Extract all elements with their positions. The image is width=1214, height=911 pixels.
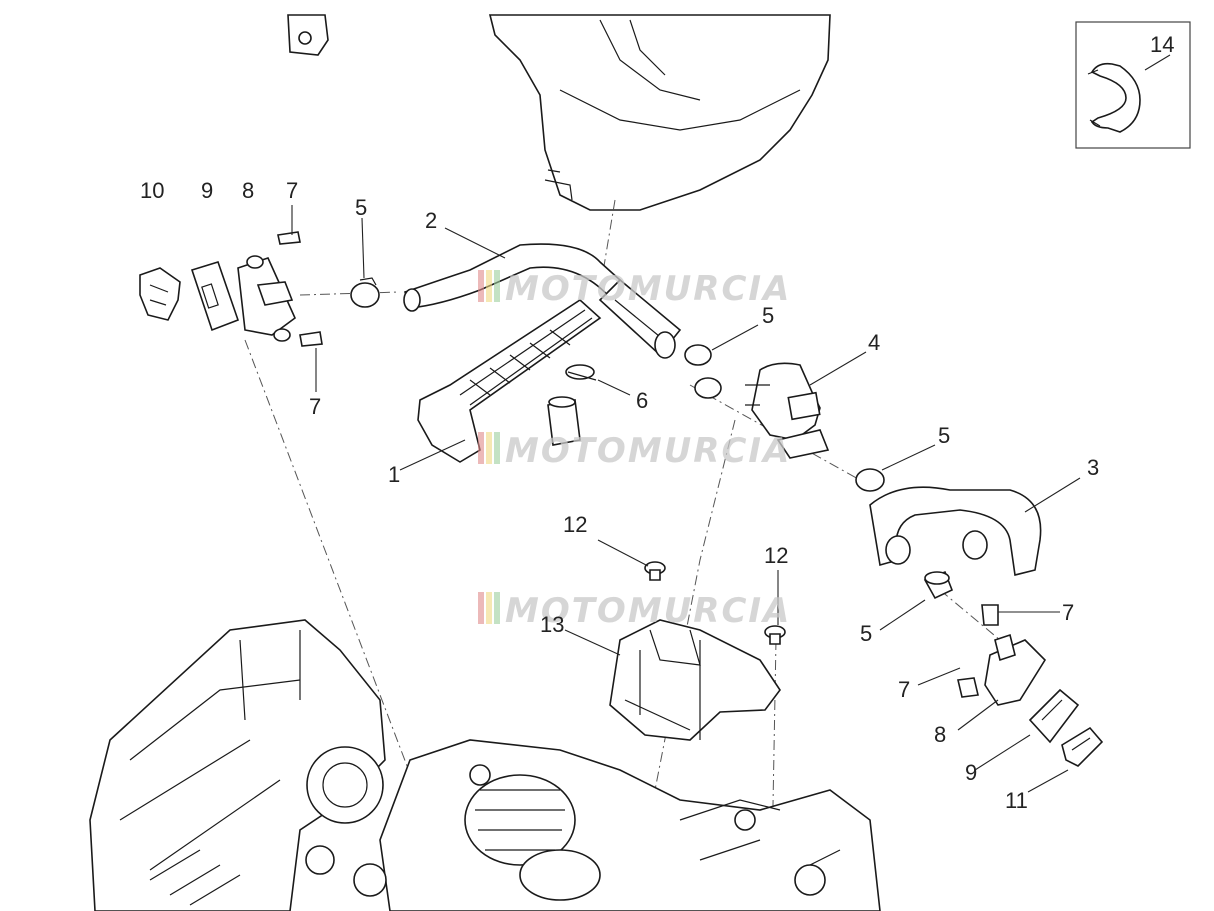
part-5-clamp-lower-right [923,570,954,600]
part-5-clamps-center [684,344,722,399]
callout-6: 6 [636,388,648,413]
part-11-reed-cap-right [1061,726,1104,767]
callout-labels: 1 2 3 4 5 5 5 5 6 7 7 7 7 8 8 9 9 10 11 … [140,32,1174,813]
callout-14: 14 [1150,32,1174,57]
callout-2: 2 [425,208,437,233]
callout-9: 9 [965,760,977,785]
part-9-gasket-right [1028,688,1080,744]
part-5-clamp-right [855,468,885,492]
callout-10: 10 [140,178,164,203]
callout-8: 8 [934,722,946,747]
callout-7: 7 [1062,600,1074,625]
callout-4: 4 [868,330,880,355]
part-5-clamp-left [350,277,380,308]
callout-7: 7 [309,394,321,419]
part-3-hose [869,486,1042,576]
part-10-reed-cap [139,267,181,321]
inset-box-part-14 [1075,21,1191,149]
watermark-bottom: MOTOMURCIA [478,591,791,631]
callout-7: 7 [286,178,298,203]
part-4-valve [745,362,830,459]
part-9-gasket [190,261,240,332]
callout-5: 5 [355,195,367,220]
watermark-text: MOTOMURCIA [505,269,791,309]
part-12-fasteners [644,561,786,645]
callout-13: 13 [540,612,564,637]
callout-7: 7 [898,677,910,702]
callout-3: 3 [1087,455,1099,480]
part-7-screws-left [277,231,323,347]
part-13-cover [609,619,781,741]
callout-12: 12 [764,543,788,568]
callout-5: 5 [860,621,872,646]
engine-assembly [89,619,881,911]
part-6-clamp-and-tube [547,364,597,446]
watermark-text: MOTOMURCIA [505,431,791,471]
callout-5: 5 [938,423,950,448]
callout-11: 11 [1005,788,1028,813]
watermark-top: MOTOMURCIA [478,269,791,309]
part-8-valve-body-right [984,633,1047,706]
callout-5: 5 [762,303,774,328]
leader-lines [291,54,1171,793]
callout-12: 12 [563,512,587,537]
part-8-valve-body [237,255,296,342]
callout-1: 1 [388,462,400,487]
airbox-upper [287,14,831,211]
callout-8: 8 [242,178,254,203]
callout-9: 9 [201,178,213,203]
watermark-text: MOTOMURCIA [505,591,791,631]
watermark-middle: MOTOMURCIA [478,431,791,471]
part-1-braided-hose [417,278,682,463]
part-7-screws-right [957,604,999,698]
